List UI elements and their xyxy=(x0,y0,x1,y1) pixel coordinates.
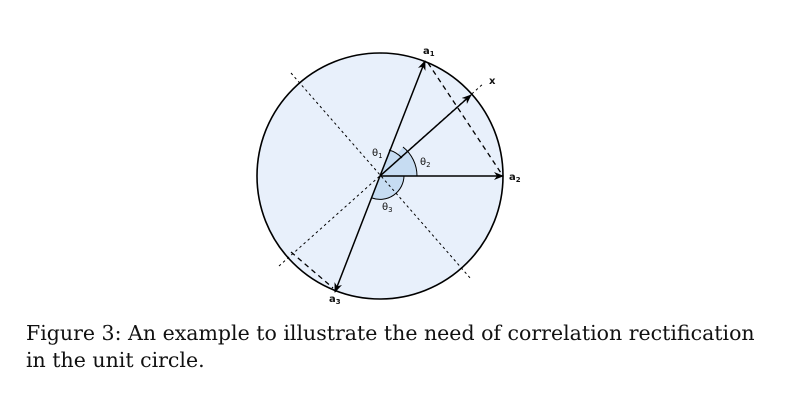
theta1-wedge xyxy=(380,150,402,176)
theta3-wedge xyxy=(372,176,404,200)
theta3-arc xyxy=(371,175,405,200)
dotted-diagonal-nw-se xyxy=(290,72,472,280)
caption-text: An example to illustrate the need of cor… xyxy=(26,321,755,372)
vector-a3 xyxy=(334,175,381,293)
theta2-arc xyxy=(402,146,418,177)
label-theta2: θ2 xyxy=(420,157,431,169)
label-a1: a1 xyxy=(423,46,435,58)
dotted-diagonal-sw-ne xyxy=(278,82,485,267)
label-theta3: θ3 xyxy=(382,202,393,214)
theta1-arc xyxy=(388,149,403,159)
label-x: x xyxy=(489,76,496,87)
vector-x xyxy=(379,94,472,177)
caption-label: Figure 3: xyxy=(26,321,122,345)
label-a3: a3 xyxy=(329,294,341,306)
figure-caption: Figure 3: An example to illustrate the n… xyxy=(26,320,766,374)
vector-a1 xyxy=(379,60,426,177)
unit-circle-figure: a1 x a2 a3 θ1 θ2 θ3 xyxy=(256,46,521,306)
unit-circle-diagram: a1 x a2 a3 θ1 θ2 θ3 xyxy=(256,46,521,306)
label-theta1: θ1 xyxy=(372,148,383,160)
label-a2: a2 xyxy=(509,172,521,184)
projection-a1-a2 xyxy=(427,62,504,177)
projection-a3 xyxy=(290,251,334,289)
